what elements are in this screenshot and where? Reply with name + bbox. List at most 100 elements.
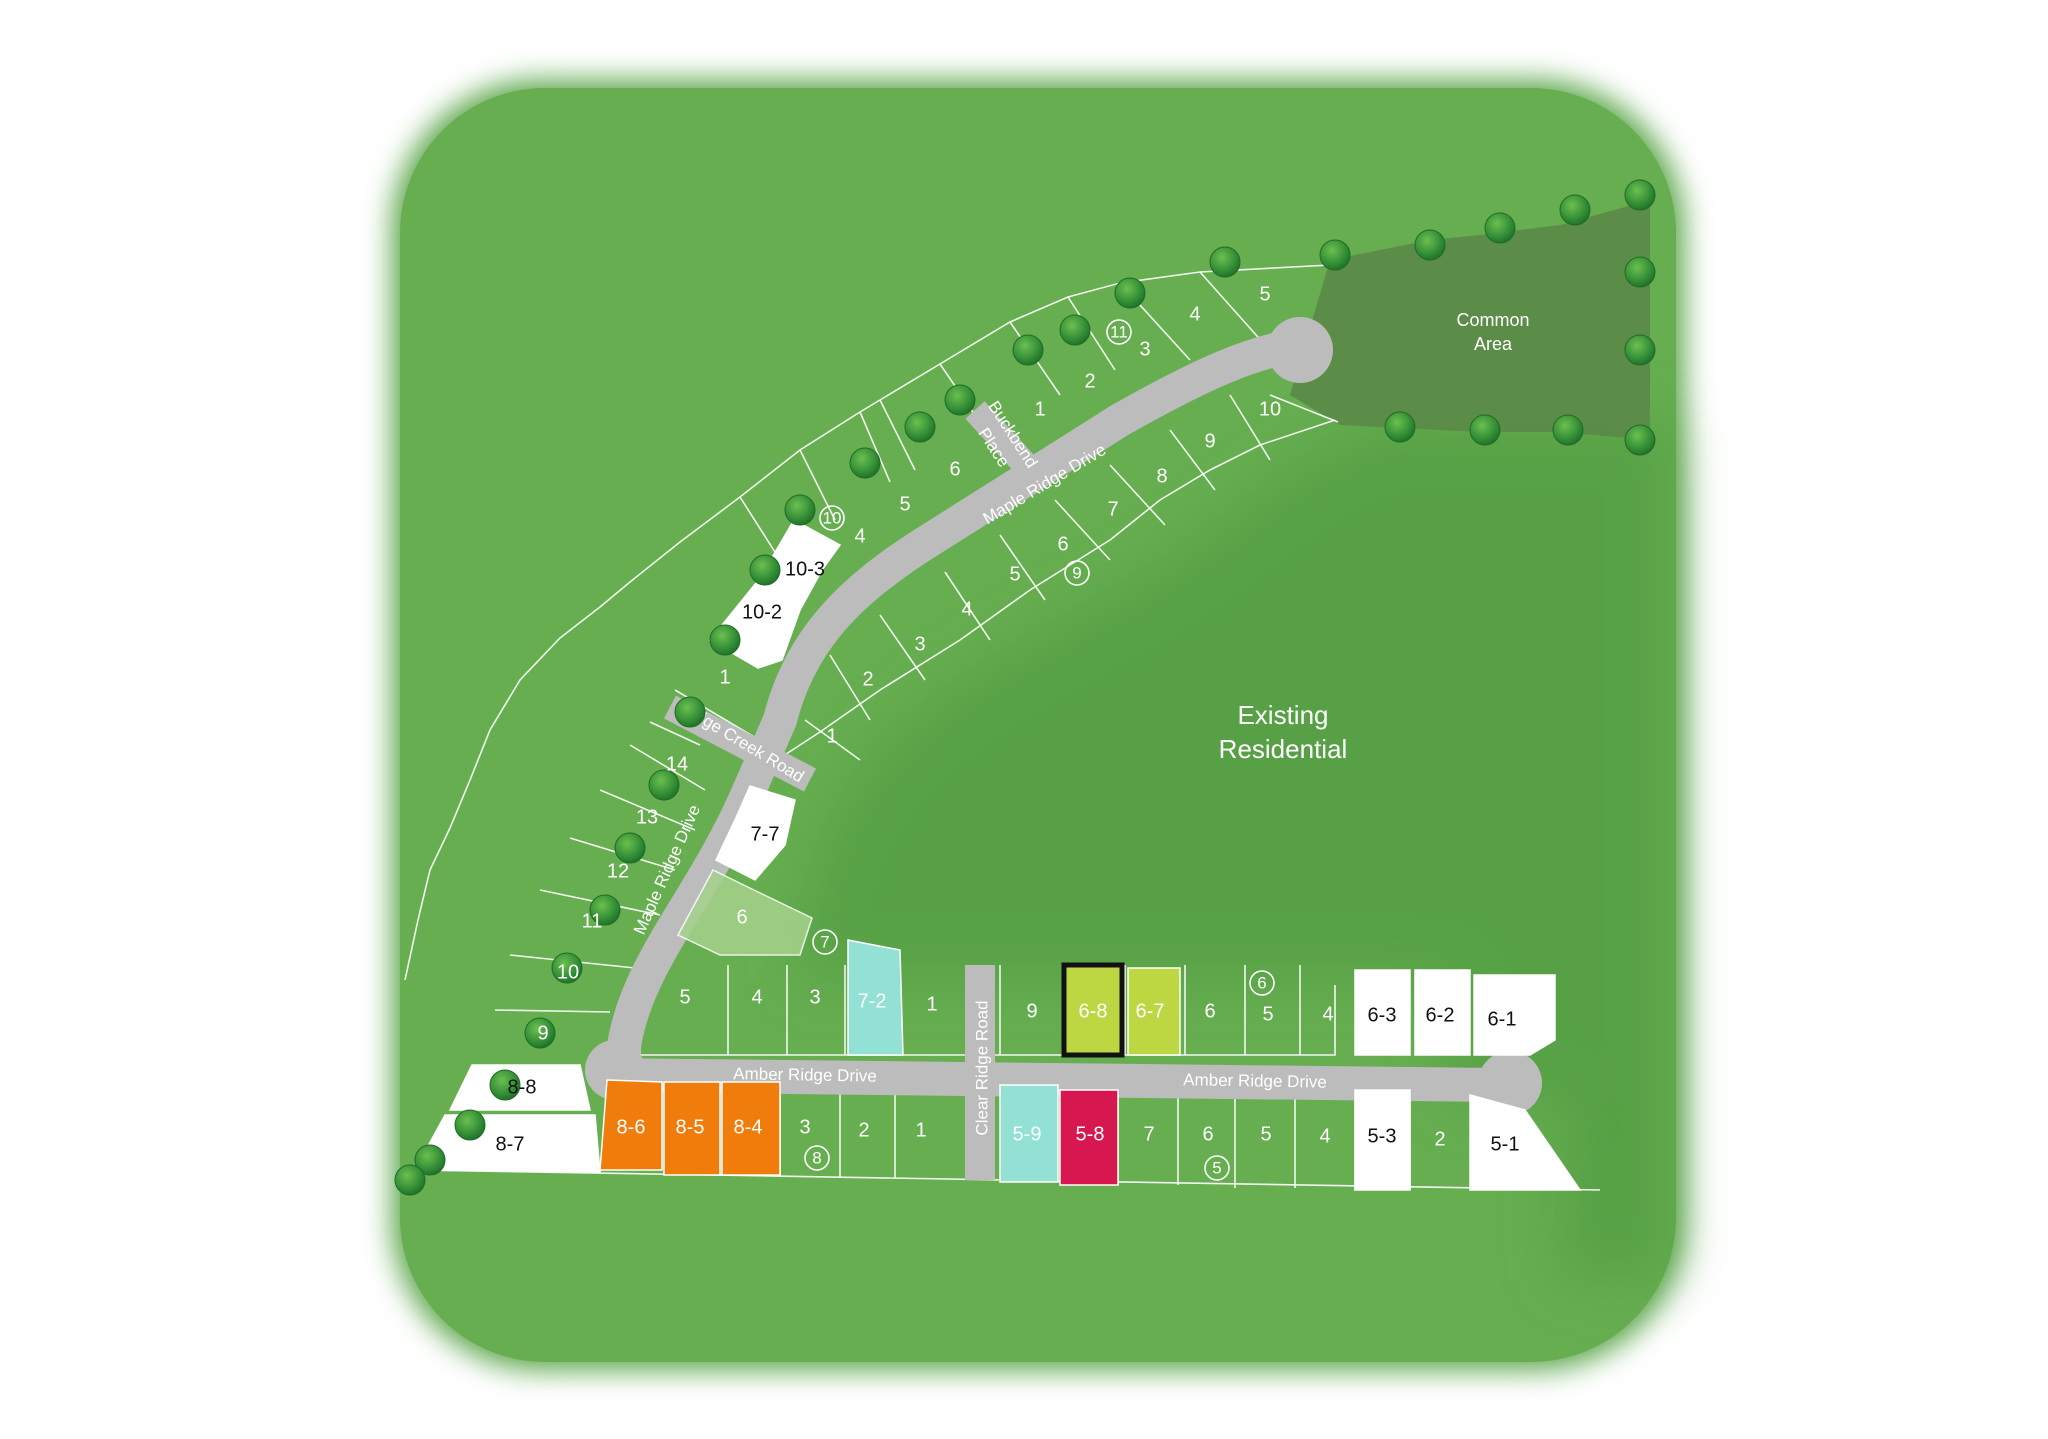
lot-5-8-label[interactable]: 5-8: [1076, 1123, 1105, 1145]
lot-3-label[interactable]: 3: [799, 1116, 810, 1138]
lot-4-label[interactable]: 4: [1319, 1125, 1330, 1147]
lot-5-label[interactable]: 5: [1260, 1123, 1271, 1145]
tree-icon: [1114, 277, 1146, 309]
cul-de-sac-north: [1267, 317, 1333, 383]
existing-residential-label: Existing Residential: [1219, 700, 1348, 764]
lot-6-1-label[interactable]: 6-1: [1488, 1008, 1517, 1030]
lot-6-1-fill[interactable]: [1473, 974, 1556, 1056]
tree-icon: [1059, 314, 1091, 346]
lot-5-1-label[interactable]: 5-1: [1491, 1133, 1520, 1155]
lot-4-label[interactable]: 4: [751, 986, 762, 1008]
lot-7-7-fill[interactable]: [715, 785, 796, 881]
lot-2-label[interactable]: 2: [1084, 370, 1095, 392]
tree-icon: [414, 1144, 446, 1176]
lot-7-2-fill[interactable]: [847, 939, 904, 1056]
lot-5-3-fill[interactable]: [1354, 1089, 1411, 1191]
lot-10-label[interactable]: 10: [1259, 398, 1281, 420]
lot-8-6-label[interactable]: 8-6: [617, 1116, 646, 1138]
lot-8-6-fill[interactable]: [599, 1079, 663, 1171]
lot-5-9-fill[interactable]: [999, 1084, 1059, 1183]
existing-label-line2: Residential: [1219, 734, 1348, 764]
existing-residential-area: [800, 420, 1670, 1280]
lot-6-8-label[interactable]: 6-8: [1079, 1000, 1108, 1022]
lot-5-label[interactable]: 5: [679, 986, 690, 1008]
lot-2-label[interactable]: 2: [858, 1119, 869, 1141]
common-area: Common Area: [1290, 200, 1650, 440]
lot-1-label[interactable]: 1: [719, 666, 730, 688]
maple-ridge-drive-road: [603, 328, 1317, 1097]
lot-6-7-label[interactable]: 6-7: [1136, 1000, 1165, 1022]
lot-3-label[interactable]: 3: [809, 986, 820, 1008]
tree-icon: [648, 769, 680, 801]
phase-9-marker: [1064, 560, 1090, 586]
lot-3-label[interactable]: 3: [1139, 338, 1150, 360]
lot-8-label[interactable]: 8: [1156, 465, 1167, 487]
lot-6-2-fill[interactable]: [1414, 969, 1471, 1056]
lot-6-label[interactable]: 6: [1057, 533, 1068, 555]
lot-5-label[interactable]: 5: [1259, 283, 1270, 305]
lot-9-label[interactable]: 9: [1026, 1000, 1037, 1022]
lot-6-label[interactable]: 6: [736, 906, 747, 928]
lot-7-2-label[interactable]: 7-2: [858, 990, 887, 1012]
tree-icon: [1624, 334, 1656, 366]
lot-8-5-label[interactable]: 8-5: [676, 1116, 705, 1138]
phase-6-marker: [1249, 970, 1275, 996]
lot-1-label[interactable]: 1: [1034, 398, 1045, 420]
lot-6-8-fill[interactable]: [1061, 962, 1125, 1058]
lot-9-label[interactable]: 9: [537, 1022, 548, 1044]
lot-2-label[interactable]: 2: [1434, 1128, 1445, 1150]
buckbend-place-road: [965, 401, 1040, 479]
lot-14-label[interactable]: 14: [666, 753, 688, 775]
tree-icon: [1624, 179, 1656, 211]
lot-5-label[interactable]: 5: [1009, 563, 1020, 585]
tree-icon: [551, 952, 583, 984]
lot-6-3-fill[interactable]: [1354, 969, 1411, 1056]
lot-5-1-fill[interactable]: [1469, 1094, 1582, 1191]
lot-5-9-label[interactable]: 5-9: [1013, 1123, 1042, 1145]
lot-4-label[interactable]: 4: [961, 598, 972, 620]
lot-13-label[interactable]: 13: [636, 806, 658, 828]
lot-3-label[interactable]: 3: [914, 633, 925, 655]
lot-10-2-label[interactable]: 10-2: [742, 601, 782, 623]
lot-9-label[interactable]: 9: [1204, 430, 1215, 452]
lot-4-label[interactable]: 4: [1189, 303, 1200, 325]
tree-icon: [454, 1109, 486, 1141]
lot-6-fill[interactable]: [676, 869, 813, 956]
lot-8-5-fill[interactable]: [663, 1081, 721, 1176]
tree-icon: [1552, 414, 1584, 446]
lot-7-7-label[interactable]: 7-7: [751, 823, 780, 845]
lot-12-label[interactable]: 12: [607, 860, 629, 882]
lot-4-label[interactable]: 4: [854, 525, 865, 547]
tree-icon: [1209, 246, 1241, 278]
lot-10-3-label[interactable]: 10-3: [785, 558, 825, 580]
lot-6-label[interactable]: 6: [1204, 1000, 1215, 1022]
lot-5-label[interactable]: 5: [899, 493, 910, 515]
lot-5-8-fill[interactable]: [1059, 1089, 1119, 1186]
lot-8-8-label[interactable]: 8-8: [508, 1076, 537, 1098]
lot-11-label[interactable]: 11: [582, 910, 603, 932]
lot-1-label[interactable]: 1: [826, 725, 837, 747]
lot-4-label[interactable]: 4: [1322, 1003, 1333, 1025]
lot-7-label[interactable]: 7: [1143, 1123, 1154, 1145]
lot-5-3-label[interactable]: 5-3: [1368, 1125, 1397, 1147]
lot-6-3-label[interactable]: 6-3: [1368, 1004, 1397, 1026]
tree-icon: [489, 1069, 521, 1101]
lot-6-label[interactable]: 6: [1202, 1123, 1213, 1145]
lot-1-label[interactable]: 1: [926, 993, 937, 1015]
lot-2-label[interactable]: 2: [862, 668, 873, 690]
lot-6-2-label[interactable]: 6-2: [1426, 1004, 1455, 1026]
lot-1-label[interactable]: 1: [915, 1119, 926, 1141]
tree-icon: [904, 411, 936, 443]
lot-10-label[interactable]: 10: [557, 961, 579, 983]
lot-8-7-label[interactable]: 8-7: [496, 1133, 525, 1155]
lot-6-label[interactable]: 6: [949, 458, 960, 480]
lot-7-label[interactable]: 7: [1107, 498, 1118, 520]
tree-icon: [614, 832, 646, 864]
tree-icon: [1484, 212, 1516, 244]
lot-8-4-label[interactable]: 8-4: [734, 1116, 763, 1138]
lot-8-4-fill[interactable]: [721, 1081, 781, 1176]
lot-6-7-fill[interactable]: [1127, 967, 1181, 1056]
lot-5-label[interactable]: 5: [1262, 1003, 1273, 1025]
